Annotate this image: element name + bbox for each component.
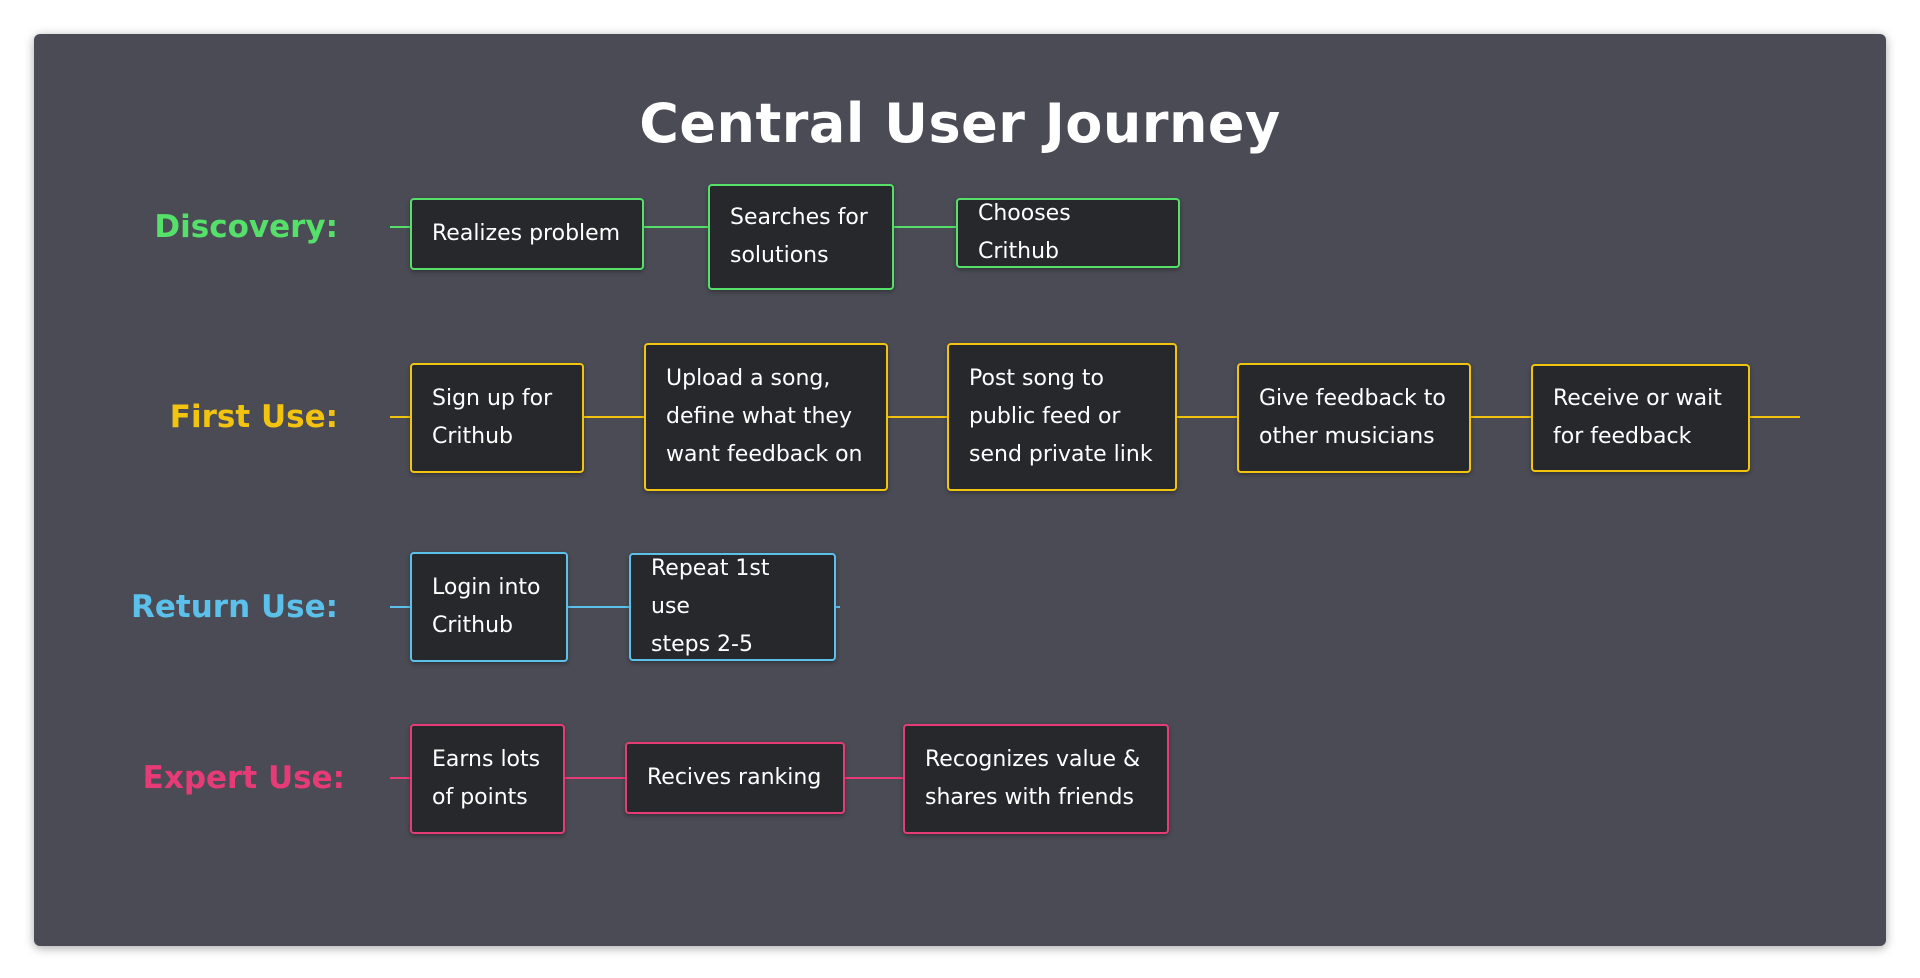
step-receive-feedback: Receive or wait for feedback [1531,364,1750,472]
stage-label-expert-use: Expert Use: [142,760,345,796]
step-sign-up: Sign up for Crithub [410,363,584,473]
step-searches-for-solutions: Searches for solutions [708,184,894,290]
step-repeat-first-use: Repeat 1st use steps 2-5 [629,553,836,661]
step-recognizes-value: Recognizes value & shares with friends [903,724,1169,834]
step-earns-points: Earns lots of points [410,724,565,834]
step-chooses-crithub: Chooses Crithub [956,198,1180,268]
stage-label-return-use: Return Use: [131,589,338,625]
step-post-song: Post song to public feed or send private… [947,343,1177,491]
stage-label-discovery: Discovery: [154,209,338,245]
step-upload-song: Upload a song, define what they want fee… [644,343,888,491]
step-give-feedback: Give feedback to other musicians [1237,363,1471,473]
connector-line [390,606,840,608]
step-login: Login into Crithub [410,552,568,662]
journey-canvas: Central User Journey Discovery: Realizes… [34,34,1886,946]
step-recives-ranking: Recives ranking [625,742,845,814]
step-realizes-problem: Realizes problem [410,198,644,270]
diagram-title: Central User Journey [639,92,1281,155]
stage-label-first-use: First Use: [169,399,338,435]
